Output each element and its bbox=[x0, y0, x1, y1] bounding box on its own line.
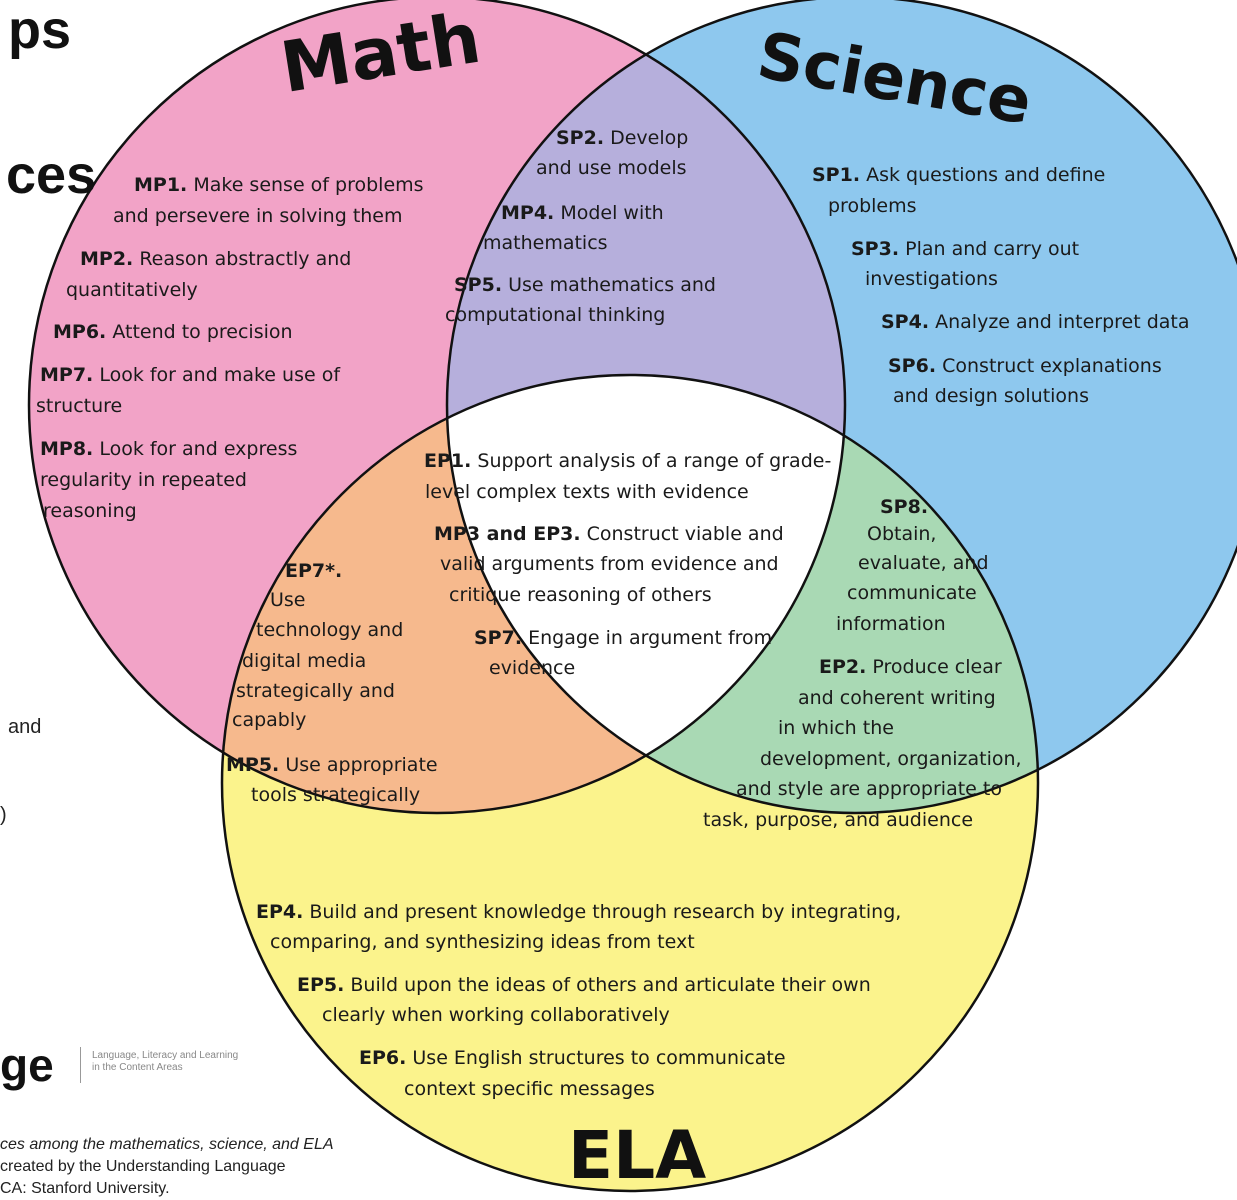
ep5-line2: clearly when working collaboratively bbox=[322, 1004, 670, 1026]
sp4-line1: SP4. Analyze and interpret data bbox=[881, 311, 1190, 333]
ep7-line5: capably bbox=[232, 709, 307, 731]
side-text-fragment: and bbox=[8, 716, 42, 738]
ep2-line2: and coherent writing bbox=[798, 687, 996, 709]
ep2-line6: task, purpose, and audience bbox=[703, 809, 974, 831]
ep4-line1: EP4. Build and present knowledge through… bbox=[256, 901, 902, 923]
sp7-line2: evidence bbox=[489, 657, 576, 679]
mp1-line2: and persevere in solving them bbox=[113, 205, 403, 227]
sp6-line2: and design solutions bbox=[893, 385, 1089, 407]
sp7-line1: SP7. Engage in argument from bbox=[474, 627, 773, 649]
ep2-line4: development, organization, bbox=[760, 748, 1022, 770]
mp8-line1: MP8. Look for and express bbox=[40, 438, 298, 460]
ep7-line3: digital media bbox=[242, 650, 367, 672]
logo-tagline: Language, Literacy and Learning in the C… bbox=[92, 1050, 239, 1073]
sp8-line3: communicate bbox=[847, 582, 977, 604]
logo-divider bbox=[80, 1047, 81, 1083]
ep2-line5: and style are appropriate to bbox=[736, 778, 1002, 800]
mp4-line1: MP4. Model with bbox=[501, 202, 664, 224]
ep7-code: EP7*. bbox=[285, 560, 343, 582]
side-paren-fragment: ) bbox=[0, 804, 7, 826]
mp4-line2: mathematics bbox=[483, 232, 608, 254]
sp8-line2: evaluate, and bbox=[858, 552, 989, 574]
ep7-line2: technology and bbox=[256, 619, 404, 641]
mp8-line2: regularity in repeated bbox=[40, 469, 247, 491]
ep7-line4: strategically and bbox=[236, 680, 395, 702]
ep7-line1: Use bbox=[270, 589, 306, 611]
sp3-line1: SP3. Plan and carry out bbox=[851, 238, 1080, 260]
caption-fragment: ces among the mathematics, science, and … bbox=[0, 1136, 334, 1197]
ep2-line3: in which the bbox=[778, 717, 894, 739]
sp8-code: SP8. bbox=[880, 496, 929, 518]
mp7-line1: MP7. Look for and make use of bbox=[40, 364, 341, 386]
mp7-line2: structure bbox=[36, 395, 123, 417]
sp2-line1: SP2. Develop bbox=[556, 127, 689, 149]
ela-label: ELA bbox=[568, 1117, 707, 1194]
sp8-line4: information bbox=[836, 613, 946, 635]
mp5-line2: tools strategically bbox=[251, 784, 421, 806]
sp6-line1: SP6. Construct explanations bbox=[888, 355, 1162, 377]
page-title-fragment-1: ps bbox=[8, 0, 72, 60]
mp2-line2: quantitatively bbox=[66, 279, 198, 301]
sp1-line1: SP1. Ask questions and define bbox=[812, 164, 1106, 186]
sp8-line1: Obtain, bbox=[867, 523, 937, 545]
mp6-line1: MP6. Attend to precision bbox=[53, 321, 293, 343]
mp2-line1: MP2. Reason abstractly and bbox=[80, 248, 352, 270]
mp1-line1: MP1. Make sense of problems bbox=[134, 174, 424, 196]
mp5-line1: MP5. Use appropriate bbox=[226, 754, 438, 776]
ep6-line2: context specific messages bbox=[404, 1078, 655, 1100]
sp3-line2: investigations bbox=[865, 268, 998, 290]
mp3ep3-line3: critique reasoning of others bbox=[449, 584, 712, 606]
sp5-line1: SP5. Use mathematics and bbox=[454, 274, 716, 296]
logo-fragment: ge bbox=[0, 1039, 54, 1091]
ep5-line1: EP5. Build upon the ideas of others and … bbox=[297, 974, 871, 996]
mp3ep3-line1: MP3 and EP3. Construct viable and bbox=[434, 523, 784, 545]
ep1-line1: EP1. Support analysis of a range of grad… bbox=[424, 450, 832, 472]
mp8-line3: reasoning bbox=[43, 500, 137, 522]
ep2-line1: EP2. Produce clear bbox=[819, 656, 1002, 678]
sp2-line2: and use models bbox=[536, 157, 687, 179]
ep1-line2: level complex texts with evidence bbox=[425, 481, 749, 503]
mp3ep3-line2: valid arguments from evidence and bbox=[440, 553, 779, 575]
sp1-line2: problems bbox=[828, 195, 917, 217]
ep4-line2: comparing, and synthesizing ideas from t… bbox=[270, 931, 695, 953]
ep6-line1: EP6. Use English structures to communica… bbox=[359, 1047, 786, 1069]
page-title-fragment-2: ces bbox=[6, 145, 97, 205]
sp5-line2: computational thinking bbox=[445, 304, 666, 326]
